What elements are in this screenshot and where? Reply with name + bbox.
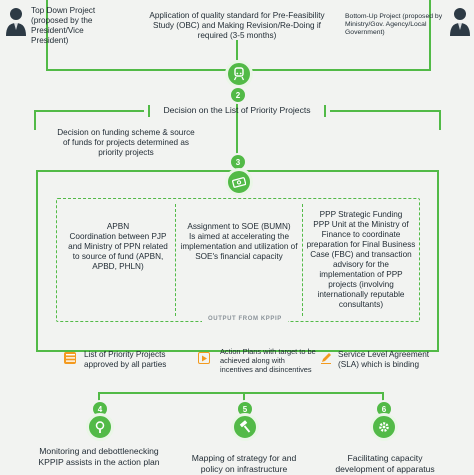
scheme-apbn: APBN Coordination between PJP and Minist… (66, 222, 170, 272)
bottom-connector-span (98, 392, 384, 394)
funding-divider-1 (175, 204, 176, 316)
scheme-ppp: PPP Strategic Funding PPP Unit at the Mi… (306, 210, 416, 310)
scheme-soe-title: Assignment to SOE (BUMN) (187, 222, 291, 231)
step-2-label: Decision on the List of Priority Project… (163, 105, 311, 115)
connector-center-vertical-top (236, 40, 238, 60)
step2-frame-left-tick (148, 105, 150, 117)
step-2-number: 2 (229, 86, 247, 104)
step3-frame-left (36, 170, 38, 350)
president-avatar-icon (4, 6, 28, 36)
output-priority-projects: List of Priority Projects approved by al… (84, 350, 167, 369)
train-icon (225, 60, 253, 88)
funding-divider-2 (302, 204, 303, 316)
connector-center-vertical-main (236, 80, 238, 180)
connector-top-right-vertical (429, 0, 431, 70)
step-3-label: Decision on funding scheme & source of f… (57, 128, 195, 157)
gear-icon (370, 413, 398, 441)
step2-frame-left (34, 110, 36, 130)
scheme-apbn-title: APBN (106, 222, 130, 231)
ministry-avatar-icon (448, 6, 472, 36)
scheme-ppp-body: PPP Unit at the Ministry of Finance to c… (306, 220, 416, 309)
scheme-soe-body: Is aimed at accelerating the implementat… (180, 232, 298, 261)
scheme-apbn-body: Coordination between PJP and Ministry of… (68, 232, 168, 271)
connector-top-left-vertical (46, 0, 48, 70)
money-icon (225, 168, 253, 196)
step3-frame-right (437, 170, 439, 350)
bottom-connector-horizontal (36, 350, 439, 352)
output-action-plans: Action Plans with target to be achieved … (220, 347, 316, 374)
step2-frame-top-right (330, 110, 441, 112)
output-from-kppip-label: OUTPUT FROM KPPIP (202, 316, 288, 322)
step-6-label: Facilitating capacity development of app… (335, 453, 435, 474)
bottom-up-project-label: Bottom-Up Project (proposed by Ministry/… (345, 13, 443, 36)
pen-icon (320, 352, 332, 364)
top-down-project-label: Top Down Project (proposed by the Presid… (31, 6, 96, 45)
scheme-soe: Assignment to SOE (BUMN) Is aimed at acc… (180, 222, 298, 262)
scheme-ppp-title: PPP Strategic Funding (319, 210, 403, 219)
step-4-label: Monitoring and debottlenecking KPPIP ass… (38, 446, 160, 467)
output-sla: Service Level Agreement (SLA) which is b… (338, 350, 430, 369)
play-icon (198, 352, 210, 364)
quality-standard-label: Application of quality standard for Pre-… (149, 11, 325, 40)
gavel-icon (231, 413, 259, 441)
step2-frame-right-tick (324, 105, 326, 117)
list-icon (64, 352, 76, 364)
magnifier-icon (86, 413, 114, 441)
step2-frame-right (439, 110, 441, 130)
step2-frame-top-left (34, 110, 144, 112)
step-5-label: Mapping of strategy for and policy on in… (191, 453, 297, 474)
